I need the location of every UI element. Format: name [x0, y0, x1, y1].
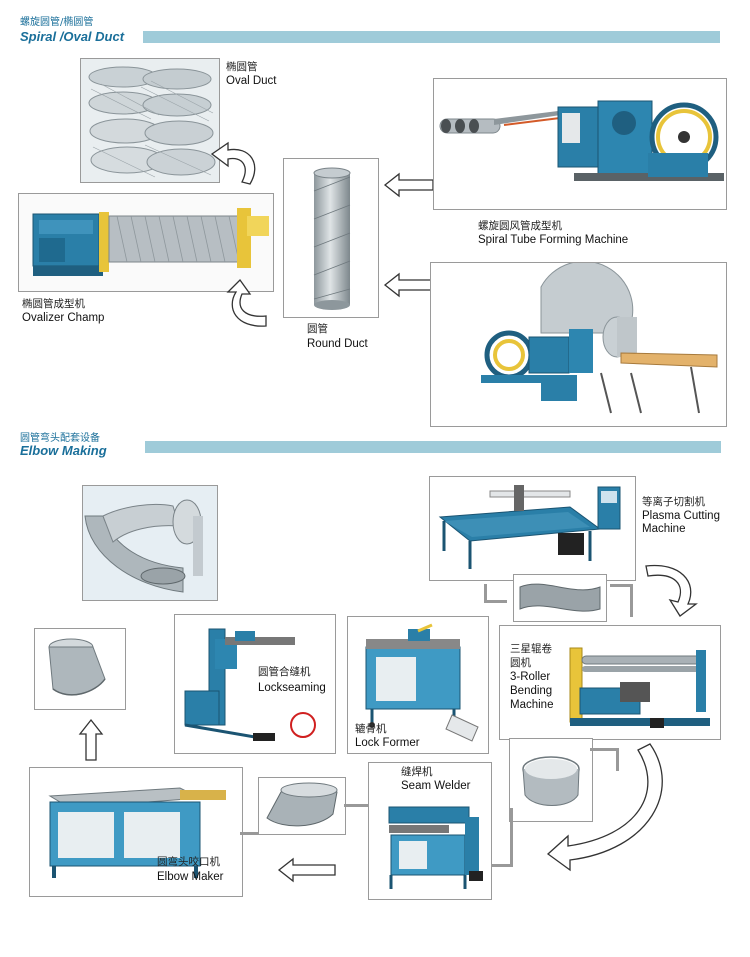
- oval-duct-label-en: Oval Duct: [226, 74, 277, 88]
- seam-welder-label-en: Seam Welder: [401, 779, 470, 793]
- plasma-photo: [429, 476, 636, 581]
- elbow-segment-photo: [34, 628, 126, 710]
- section2-title-cn: 圆管弯头配套设备: [20, 429, 100, 444]
- oval-duct-label-cn: 椭圆管: [226, 61, 258, 74]
- elbow-maker-label-en: Elbow Maker: [157, 870, 223, 884]
- ovalizer-label-cn: 椭圆管成型机: [22, 298, 85, 311]
- round-duct-label-en: Round Duct: [307, 337, 368, 351]
- round-duct-photo: [283, 158, 379, 318]
- oval-duct-photo: [80, 58, 220, 183]
- lock-former-label-en: Lock Former: [355, 736, 420, 750]
- section1-divider-bar: [143, 31, 720, 43]
- round-duct-label-cn: 圆管: [307, 323, 328, 336]
- section2-divider-bar: [145, 441, 721, 453]
- arrow-left-icon: [383, 172, 435, 198]
- section1-title-en: Spiral /Oval Duct: [20, 29, 124, 44]
- seam-welder-label-cn: 缝焊机: [401, 766, 433, 779]
- cut-sheet-photo: [513, 574, 607, 622]
- plasma-label-cn: 等离子切割机: [642, 496, 705, 509]
- elbow-piece-photo: [258, 777, 346, 835]
- curved-arrow-up-icon: [222, 278, 278, 330]
- connector-line: [240, 832, 260, 835]
- arrow-left-icon: [383, 272, 435, 298]
- ovalizer-label-en: Ovalizer Champ: [22, 311, 104, 325]
- spiral-machine-label-cn: 螺旋圆风管成型机: [478, 220, 562, 233]
- spiral-machine-photo-1: [433, 78, 727, 210]
- elbow-photo: [82, 485, 218, 601]
- lockseaming-label-en: Lockseaming: [258, 681, 326, 695]
- plasma-label-en-2: Machine: [642, 522, 685, 536]
- connector-line: [492, 808, 513, 867]
- curved-arrow-large-icon: [530, 740, 680, 880]
- arrow-left-icon: [277, 857, 337, 883]
- connector-line: [484, 584, 507, 603]
- elbow-maker-label-cn: 圆弯头咬口机: [157, 856, 220, 869]
- curved-arrow-down-icon: [640, 558, 700, 618]
- roller-label-en-3: Machine: [510, 698, 553, 712]
- spiral-machine-label-en: Spiral Tube Forming Machine: [478, 233, 628, 247]
- curved-arrow-icon: [206, 138, 266, 188]
- lockseaming-label-cn: 圆管合缝机: [258, 666, 311, 679]
- section1-title-cn: 螺旋圆管/椭圆管: [20, 13, 93, 28]
- section2-title-en: Elbow Making: [20, 443, 107, 458]
- roller-label-cn-2: 圆机: [510, 657, 531, 670]
- lock-former-label-cn: 辘骨机: [355, 723, 387, 736]
- roller-label-en-2: Bending: [510, 684, 552, 698]
- connector-line: [610, 584, 633, 617]
- roller-label-en-1: 3-Roller: [510, 670, 550, 684]
- spiral-machine-photo-2: [430, 262, 727, 427]
- roller-label-cn-1: 三星辊卷: [510, 643, 552, 656]
- arrow-up-icon: [78, 718, 104, 762]
- plasma-label-en-1: Plasma Cutting: [642, 509, 720, 523]
